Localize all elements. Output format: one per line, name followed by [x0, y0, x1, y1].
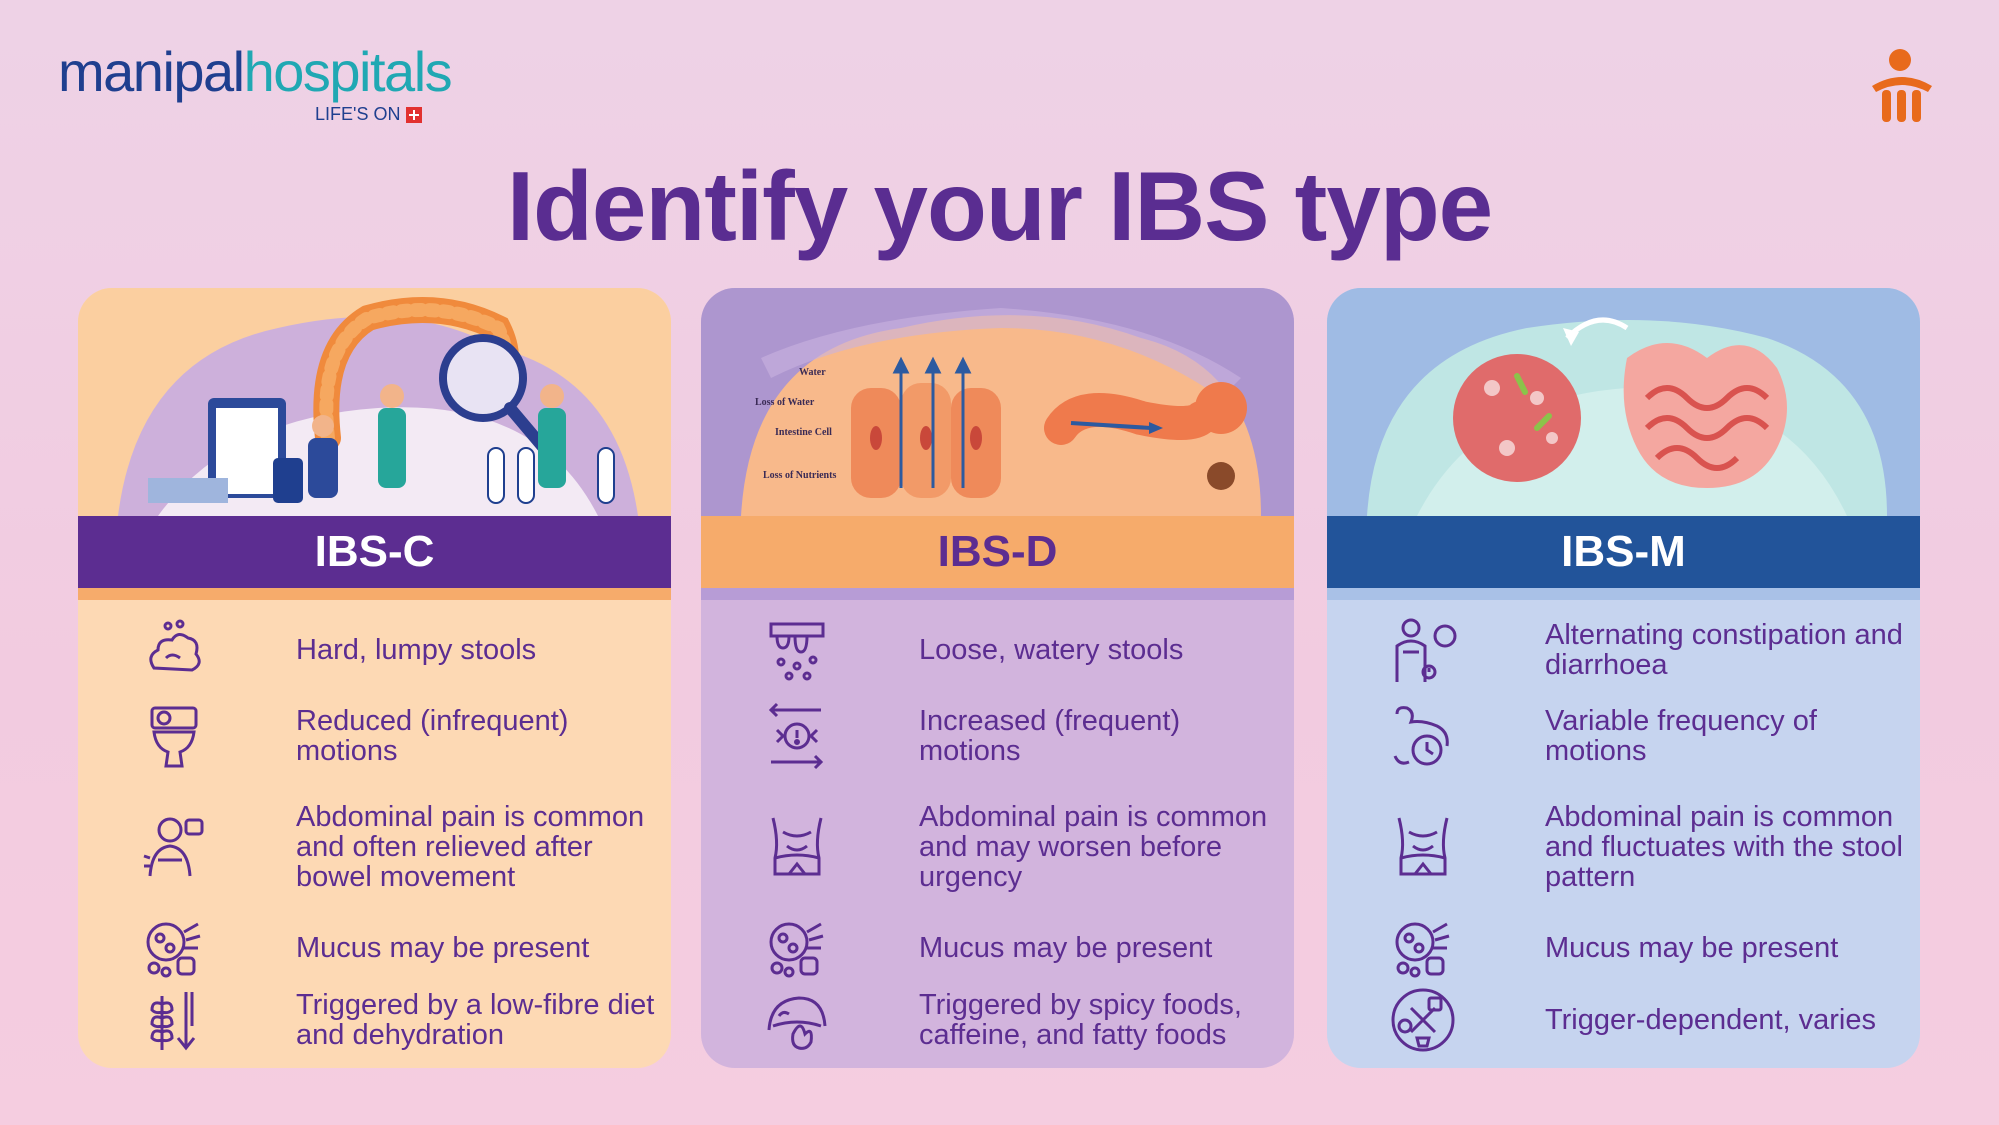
mucus-icon — [1389, 914, 1457, 982]
watery-stool-icon — [763, 616, 831, 684]
brand-mark-icon — [1868, 46, 1936, 126]
list-item: Loose, watery stools — [701, 616, 1294, 684]
manipal-logo: manipalhospitals LIFE'S ON — [58, 44, 458, 128]
symptom-text: Increased (frequent) motions — [919, 705, 1181, 767]
card-ibs-d: Water Loss of Water Intestine Cell Loss … — [701, 288, 1294, 1068]
symptom-text: Alternating constipation and diarrhoea — [1545, 619, 1903, 681]
card-ibs-m: IBS-M Alternating constipation and diarr… — [1327, 288, 1920, 1068]
symptom-text: Abdominal pain is common and may worsen … — [919, 801, 1268, 893]
list-item: Triggered by spicy foods, caffeine, and … — [701, 986, 1294, 1054]
symptom-text: Abdominal pain is common and fluctuates … — [1545, 801, 1903, 893]
symptom-text: Hard, lumpy stools — [296, 634, 537, 666]
page-title: Identify your IBS type — [506, 151, 1493, 261]
symptom-text: Triggered by a low-fibre diet and dehydr… — [296, 989, 655, 1051]
symptom-text: Triggered by spicy foods, caffeine, and … — [919, 989, 1242, 1051]
logo-tagline: LIFE'S ON — [315, 104, 423, 125]
abdominal-pain-person-icon — [140, 812, 208, 880]
ibs-m-strip — [1327, 588, 1920, 600]
list-item: Mucus may be present — [1327, 914, 1920, 982]
ibs-m-label: IBS-M — [1327, 516, 1920, 588]
list-item: Abdominal pain is common and may worsen … — [701, 792, 1294, 902]
variable-frequency-icon — [1389, 702, 1457, 770]
ibs-c-illustration — [78, 288, 671, 516]
list-item: Reduced (infrequent) motions — [78, 702, 671, 770]
list-item: Abdominal pain is common and fluctuates … — [1327, 792, 1920, 902]
symptom-text: Loose, watery stools — [919, 634, 1184, 666]
logo-wordmark: manipalhospitals — [58, 44, 458, 100]
trigger-foods-icon — [1389, 986, 1457, 1054]
list-item: Hard, lumpy stools — [78, 616, 671, 684]
list-item: Abdominal pain is common and often relie… — [78, 792, 671, 902]
ibs-d-strip — [701, 588, 1294, 600]
frequent-motion-icon — [763, 702, 831, 770]
list-item: Mucus may be present — [78, 914, 671, 982]
list-item: Triggered by a low-fibre diet and dehydr… — [78, 986, 671, 1054]
mucus-icon — [140, 914, 208, 982]
list-item: Alternating constipation and diarrhoea — [1327, 616, 1920, 684]
toilet-clock-icon — [140, 702, 208, 770]
mucus-icon — [763, 914, 831, 982]
abdomen-icon — [1389, 812, 1457, 880]
symptom-text: Mucus may be present — [296, 932, 590, 964]
list-item: Trigger-dependent, varies — [1327, 986, 1920, 1054]
symptom-text: Abdominal pain is common and often relie… — [296, 801, 645, 893]
ibs-c-label: IBS-C — [78, 516, 671, 588]
ibs-d-illustration: Water Loss of Water Intestine Cell Loss … — [701, 288, 1294, 516]
person-toilet-icon — [1389, 616, 1457, 684]
symptom-text: Reduced (infrequent) motions — [296, 705, 569, 767]
hero-label-loss-water: Loss of Water — [755, 397, 815, 408]
logo-hospitals: hospitals — [243, 40, 453, 103]
symptom-text: Trigger-dependent, varies — [1545, 1004, 1876, 1036]
lumpy-stool-icon — [140, 616, 208, 684]
symptom-text: Mucus may be present — [919, 932, 1213, 964]
hero-label-intestine-cell: Intestine Cell — [775, 427, 832, 438]
ibs-d-label: IBS-D — [701, 516, 1294, 588]
symptom-text: Variable frequency of motions — [1545, 705, 1817, 767]
list-item: Mucus may be present — [701, 914, 1294, 982]
spicy-food-icon — [763, 986, 831, 1054]
abdomen-icon — [763, 812, 831, 880]
logo-manipal: manipal — [58, 40, 245, 103]
list-item: Increased (frequent) motions — [701, 702, 1294, 770]
list-item: Variable frequency of motions — [1327, 702, 1920, 770]
card-ibs-c: IBS-C Hard, lumpy stools Reduced (infreq… — [78, 288, 671, 1068]
hero-label-loss-nutrients: Loss of Nutrients — [763, 470, 836, 481]
low-fibre-wheat-icon — [140, 986, 208, 1054]
logo-tagline-text: LIFE'S ON — [315, 104, 401, 124]
symptom-text: Mucus may be present — [1545, 932, 1839, 964]
ibs-c-strip — [78, 588, 671, 600]
hero-label-water: Water — [799, 367, 826, 378]
ibs-m-illustration — [1327, 288, 1920, 516]
red-cross-icon — [406, 106, 423, 123]
